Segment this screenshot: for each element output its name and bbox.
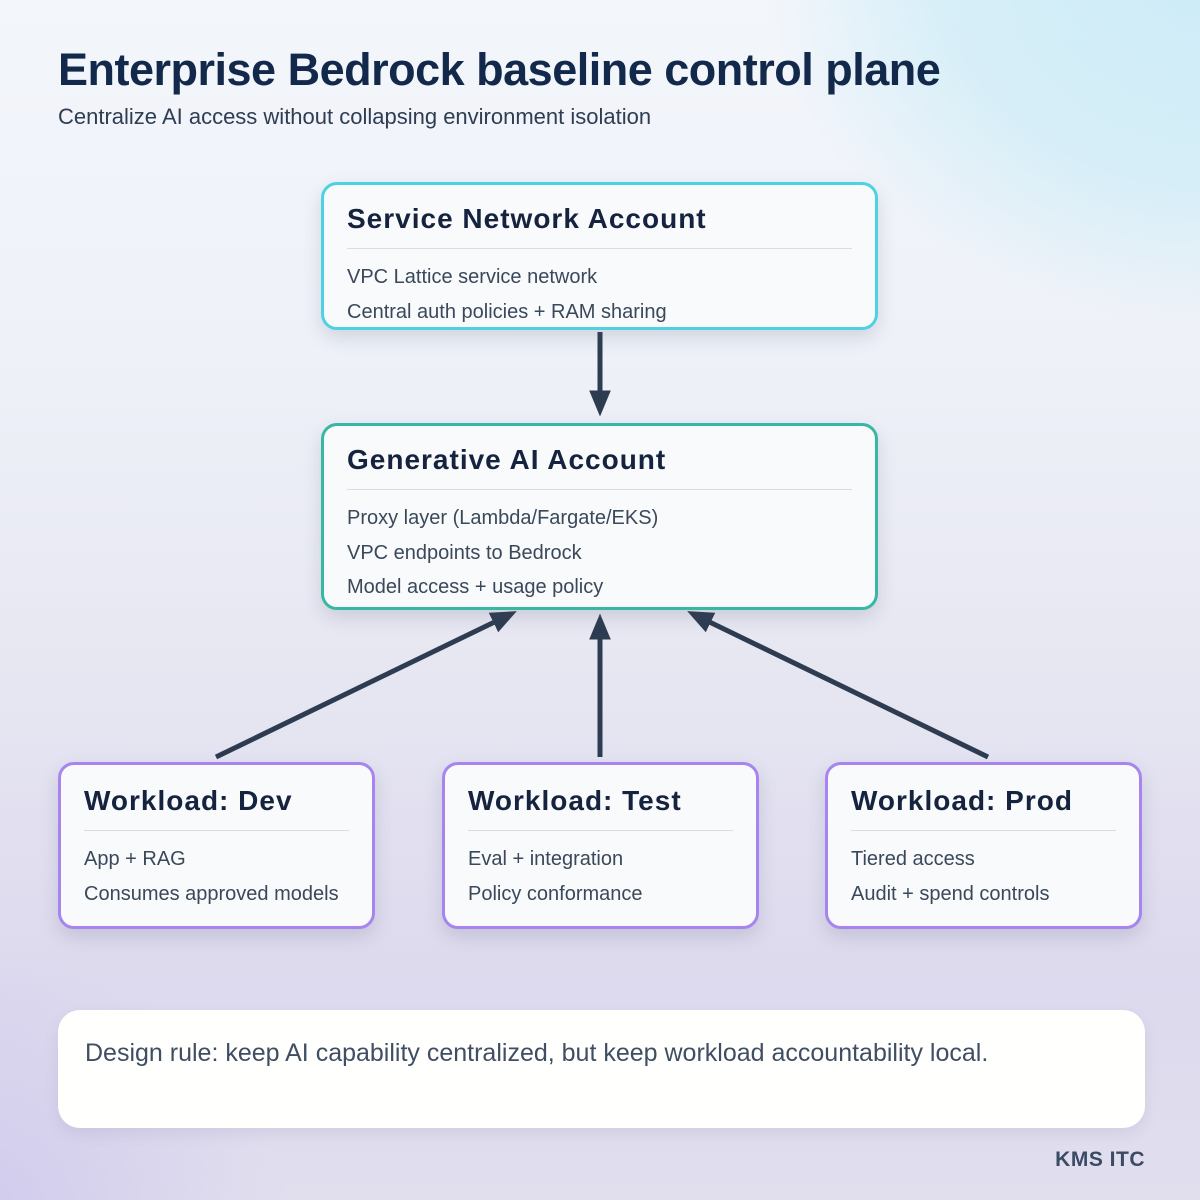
node-line: Eval + integration xyxy=(468,848,624,870)
arrow-dev-to-genai xyxy=(214,611,517,760)
node-line: Proxy layer (Lambda/Fargate/EKS) xyxy=(347,507,659,529)
divider xyxy=(468,830,733,831)
node-title: Workload: Prod xyxy=(851,785,1073,816)
node-line: Consumes approved models xyxy=(84,882,339,905)
node-line: Audit + spend controls xyxy=(851,882,1050,905)
design-rule-text: Design rule: keep AI capability centrali… xyxy=(85,1039,989,1067)
divider xyxy=(851,830,1116,831)
node-line: Model access + usage policy xyxy=(347,576,604,598)
node-service-network-account: Service Network Account VPC Lattice serv… xyxy=(321,182,878,330)
node-line: VPC Lattice service network xyxy=(347,266,598,288)
divider xyxy=(84,830,349,831)
node-line: App + RAG xyxy=(84,848,186,870)
page-title: Enterprise Bedrock baseline control plan… xyxy=(58,44,941,95)
node-title: Workload: Dev xyxy=(84,785,293,816)
node-line: Policy conformance xyxy=(468,882,643,905)
node-workload-test: Workload: Test Eval + integration Policy… xyxy=(442,762,759,929)
node-title: Workload: Test xyxy=(468,785,682,816)
page-subtitle: Centralize AI access without collapsing … xyxy=(58,104,652,129)
node-generative-ai-account: Generative AI Account Proxy layer (Lambd… xyxy=(321,423,878,610)
node-workload-dev: Workload: Dev App + RAG Consumes approve… xyxy=(58,762,375,929)
divider xyxy=(347,489,852,490)
brand-label: KMS ITC xyxy=(1055,1148,1145,1171)
design-rule-note: Design rule: keep AI capability centrali… xyxy=(58,1010,1145,1128)
node-line: VPC endpoints to Bedrock xyxy=(347,541,582,564)
node-workload-prod: Workload: Prod Tiered access Audit + spe… xyxy=(825,762,1142,929)
node-title: Generative AI Account xyxy=(347,444,667,475)
arrow-prod-to-genai xyxy=(687,611,990,760)
node-line: Central auth policies + RAM sharing xyxy=(347,300,667,323)
node-title: Service Network Account xyxy=(347,203,707,234)
node-line: Tiered access xyxy=(851,848,975,870)
divider xyxy=(347,248,852,249)
